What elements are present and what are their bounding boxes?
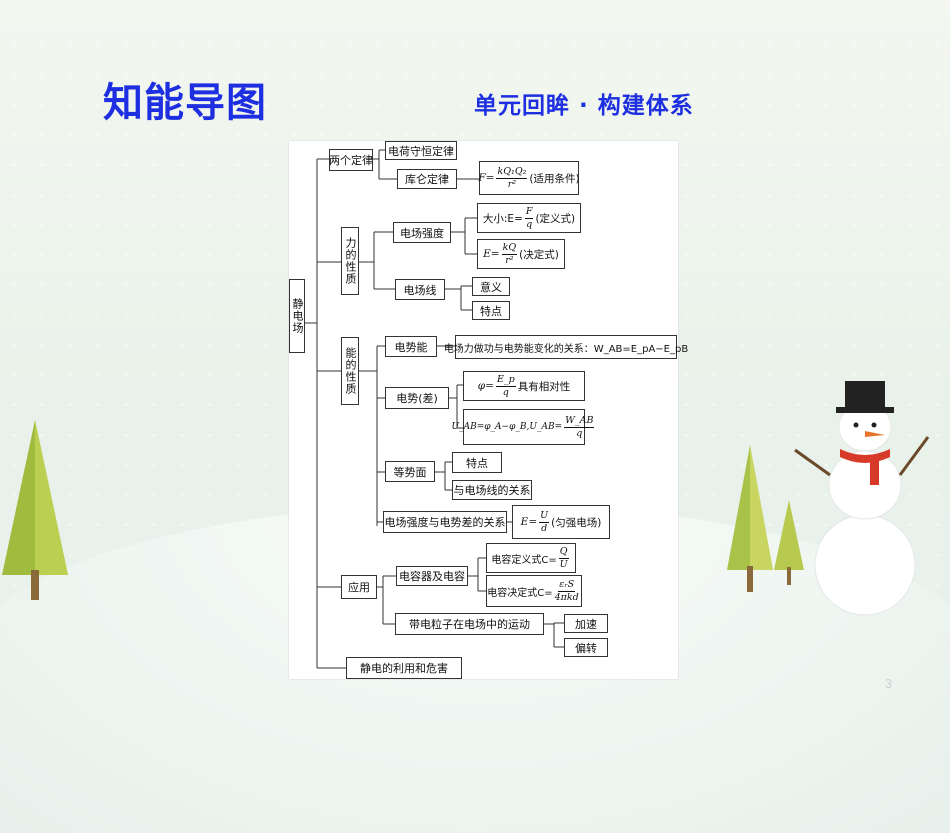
node-field-line-meaning: 意义 (472, 277, 510, 296)
formula-uniform-lhs: E= (520, 516, 538, 528)
node-capacitor: 电容器及电容 (396, 566, 468, 586)
node-equipotential-feature: 特点 (452, 452, 502, 473)
formula-phi-num: E_p (495, 374, 516, 387)
page-title: 知能导图 (103, 80, 267, 126)
node-potential-difference: 电势(差) (385, 387, 449, 409)
tree-left-illustration (2, 420, 68, 600)
snowman-illustration (794, 381, 930, 616)
formula-uniform-den: d (541, 522, 548, 534)
node-field-strength: 电场强度 (393, 222, 451, 243)
formula-uniform-note: (匀强电场) (551, 516, 602, 529)
formula-field-magnitude-note: (定义式) (535, 212, 576, 225)
formula-phi-lhs: φ= (477, 380, 494, 392)
node-equipotential-surface: 等势面 (385, 461, 435, 482)
formula-work-relation: 电场力做功与电势能变化的关系：W_AB=E_pA−E_pB (444, 335, 688, 359)
formula-coulomb-lhs: F= (478, 172, 495, 184)
node-potential-energy: 电势能 (385, 336, 437, 357)
formula-cap-def-prefix: 电容定义式C= (491, 554, 557, 566)
formula-field-determine-lhs: E= (483, 248, 500, 260)
node-equipotential-relation: 与电场线的关系 (452, 480, 532, 500)
node-force-nature: 力的性质 (341, 227, 359, 295)
formula-field-determine-num: kQ (501, 242, 518, 255)
formula-coulomb-num: kQ₁Q₂ (496, 166, 528, 179)
node-field-line: 电场线 (395, 279, 445, 300)
formula-cap-def-den: U (559, 558, 568, 570)
node-particle-motion: 带电粒子在电场中的运动 (395, 613, 544, 635)
node-coulomb-law: 库仑定律 (397, 169, 457, 189)
node-application: 应用 (341, 575, 377, 599)
formula-phi-den: q (502, 386, 509, 398)
node-root-electrostatic-field: 静电场 (289, 279, 305, 353)
formula-field-magnitude-num: F (524, 206, 534, 219)
formula-field-magnitude-prefix: 大小:E= (482, 212, 523, 225)
tree-right-large-illustration (727, 445, 773, 592)
formula-cap-det-num: εᵣS (558, 579, 576, 592)
formula-cap-det-prefix: 电容决定式C= (487, 587, 553, 599)
node-charge-conservation: 电荷守恒定律 (385, 141, 457, 160)
formula-field-determine-note: (决定式) (519, 248, 559, 261)
formula-uab-den: q (576, 427, 583, 439)
node-two-laws: 两个定律 (329, 149, 373, 171)
connector-lines (303, 149, 564, 669)
formula-uniform-num: U (539, 510, 550, 523)
page-number: 3 (884, 676, 892, 691)
tree-right-small-illustration (774, 500, 804, 585)
page-subtitle: 单元回眸 · 构建体系 (474, 93, 694, 119)
node-strength-potential-relation: 电场强度与电势差的关系 (383, 511, 507, 533)
node-use-and-harm: 静电的利用和危害 (346, 657, 462, 679)
formula-field-determine-den: r² (505, 254, 514, 266)
formula-uab-text: U_AB=φ_A−φ_B,U_AB= (451, 422, 563, 432)
formula-field-magnitude-den: q (526, 218, 533, 230)
formula-coulomb-den: r² (507, 178, 517, 190)
formula-coulomb-note: (适用条件) (529, 172, 580, 185)
node-field-line-feature: 特点 (472, 301, 510, 320)
formula-phi-note: 具有相对性 (517, 380, 571, 393)
node-deflect: 偏转 (564, 638, 608, 657)
node-accelerate: 加速 (564, 614, 608, 633)
formula-uab-num: W_AB (564, 415, 595, 428)
formula-cap-det-den: 4πkd (554, 591, 579, 603)
formula-cap-def-num: Q (558, 546, 569, 559)
formula-work-relation-text: 电场力做功与电势能变化的关系：W_AB=E_pA−E_pB (443, 343, 689, 355)
node-energy-nature: 能的性质 (341, 337, 359, 405)
